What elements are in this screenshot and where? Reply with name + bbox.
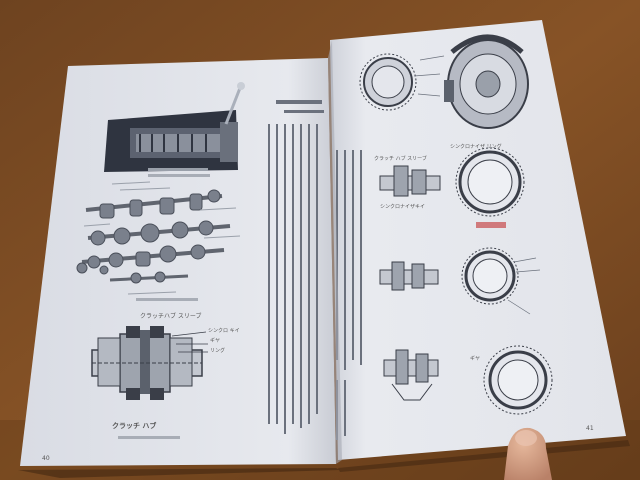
label-clutch-sleeve: クラッチハブ スリーブ — [140, 312, 202, 320]
synchro-ring-diagram-2 — [444, 34, 529, 129]
label-synchro-key: シンクロ キイ — [208, 328, 240, 334]
synchro-ring-diagram-1 — [359, 53, 417, 111]
left-page-text-column — [268, 100, 324, 434]
synchro-profile-diagram-3 — [383, 349, 439, 401]
synchro-profile-diagram-1 — [379, 165, 441, 197]
right-label-detail: ギヤ — [470, 356, 480, 362]
label-ring: リング — [210, 347, 225, 354]
right-label-ring: シンクロナイザ リング — [450, 143, 502, 150]
exploded-parts-diagram — [76, 189, 231, 284]
synchro-ring-diagram-4 — [461, 247, 519, 305]
label-gear: ギヤ — [210, 338, 220, 344]
right-label-synchro-key: シンクロナイザキイ — [380, 204, 425, 210]
synchro-cross-section — [91, 326, 208, 400]
left-page: クラッチハブ スリーブ シンクロ キイ ギヤ リング クラッチ ハブ 40 — [20, 58, 336, 466]
synchro-profile-diagram-2 — [379, 261, 439, 291]
right-page-number: 41 — [586, 425, 594, 432]
synchro-ring-diagram-5 — [483, 345, 553, 415]
right-label-clutch-sleeve: クラッチ ハブ スリーブ — [374, 155, 427, 162]
transmission-photo — [104, 82, 245, 172]
right-page: クラッチ ハブ スリーブ シンクロナイザキイ シンクロナイザ リング — [330, 20, 626, 460]
left-page-number: 40 — [42, 455, 50, 462]
label-clutch-hub: クラッチ ハブ — [112, 421, 156, 430]
synchro-ring-diagram-3 — [455, 147, 525, 217]
finger — [504, 427, 552, 480]
